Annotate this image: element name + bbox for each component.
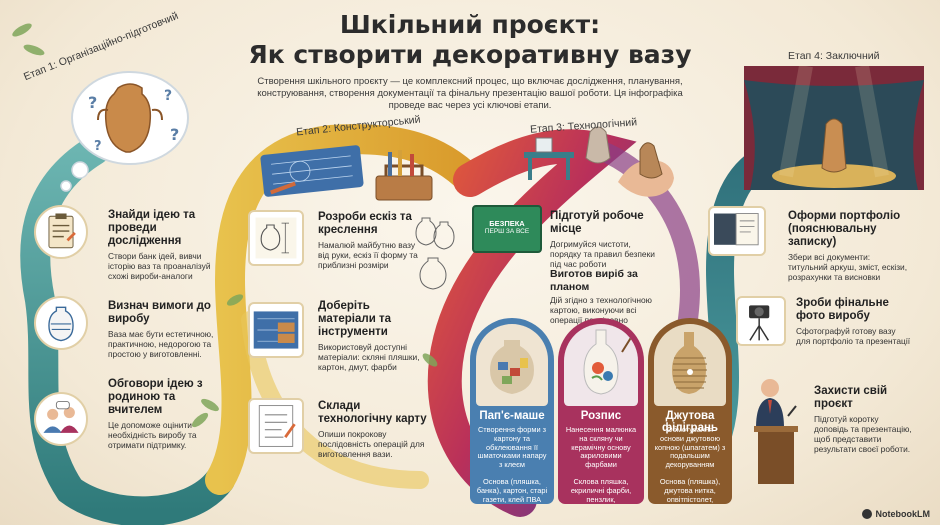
technique-materials: Склова пляшка, екриличні фарби, пензлик,… [570,477,632,504]
hands-clay-illustration [618,142,674,197]
step-title: Визнач вимоги до виробу [108,300,211,325]
step-title: Обговори ідею з родиною та вчителем [108,378,203,416]
vase-icon [34,296,88,350]
step-title: Розроби ескіз та креслення [318,211,412,236]
title-line2: Як створити декоративну вазу [248,40,692,69]
step-title: Захисти свій проєкт [814,385,888,410]
stage4-step2: Зроби фінальне фото виробу Сфотографуй г… [796,297,912,346]
jute-image [654,324,726,406]
portfolio-icon [708,206,766,256]
step-text: Збери всі документи: титульний аркуш, зм… [788,252,908,282]
technique-materials: Основа (пляшка, банка), картон, старі га… [476,477,548,504]
page-title: Шкільний проєкт: Як створити декоративну… [240,10,700,70]
step-title: Виготов виріб за планом [550,268,638,293]
technique-materials: Основа (пляшка), джутова нитка, опвітпіс… [659,477,721,504]
safety-sign-line2: ПЕРШ ЗА ВСЕ [484,228,530,235]
sketch-icon [248,210,304,266]
technique-card-jute: Джутова філігрань Обмотування основи джу… [648,318,732,504]
intro-text: Створення шкільного проєкту — це комплек… [257,76,683,111]
speaker-icon [744,372,808,490]
question-mark: ? [88,93,97,112]
thought-bubble: ? ? ? ? [60,71,189,192]
step-title: Зроби фінальне фото виробу [796,297,889,322]
step-text: Догримуйся чистоти, порядку та правил бе… [550,239,655,269]
people-icon [34,392,88,446]
stage1-step3: Обговори ідею з родиною та вчителем Це д… [108,378,220,450]
step-title: Оформи портфоліо (пояснювальну записку) [788,210,901,248]
stage3-step1: Підготуй робоче місце Догримуйся чистоти… [550,210,656,269]
stage1-step1: Знайди ідею та проведи дослідження Створ… [108,209,218,281]
step-text: Ваза має бути естетичною, практичною, не… [108,329,214,359]
stage2-step2: Доберіть матеріали та інструменти Викори… [318,300,428,372]
step-text: Намалюй майбутню вазу від руки, ескіз її… [318,240,418,270]
question-mark: ? [164,88,172,104]
step-title: Склади технологічну карту [318,400,427,425]
technique-desc: Створення форми з картону та обклеювання… [477,425,547,470]
question-mark: ? [170,125,179,144]
technique-desc: Обмотування основи джутовою копною (шпаг… [654,425,726,470]
step-title: Підготуй робоче місце [550,210,644,235]
step-text: Сфотографуй готову вазу для портфоліо та… [796,326,911,346]
clipboard-icon [34,205,88,259]
stage4-label: Етап 4: Заключний [788,50,880,62]
step-title: Доберіть матеріали та інструменти [318,300,391,338]
step-text: Створи банк ідей, вивчи історію ваз та п… [108,251,211,281]
stage4-step3: Захисти свій проєкт Підготуй коротку доп… [814,385,914,454]
stage3-step2: Виготов виріб за планом Дій згідно з тех… [550,268,660,325]
technique-title: Пап'є-маше [479,410,545,422]
step-title: Знайди ідею та проведи дослідження [108,209,196,247]
technique-card-painting: Розпис Нанесення малюнка на скляну чи ке… [558,318,644,504]
workbench-illustration [524,126,611,180]
ribbon-stage2 [205,124,485,495]
step-text: Опиши покрокову послідовність операцій д… [318,429,425,459]
safety-sign-line1: БЕЗПЕКА [489,219,525,228]
tools-icon [248,302,304,358]
technique-title: Джутова філігрань [662,410,718,434]
camera-icon [736,296,786,346]
stage4-step1: Оформи портфоліо (пояснювальну записку) … [788,210,908,282]
step-text: Підготуй коротку доповідь та презентацію… [814,414,912,454]
safety-sign-icon: БЕЗПЕКА ПЕРШ ЗА ВСЕ [472,205,542,253]
blueprint-illustration [260,145,364,197]
notebooklm-logo: NotebookLM [861,509,931,519]
step-text: Використовуй доступні матеріали: скляні … [318,342,420,372]
stage2-step1: Розроби ескіз та креслення Намалюй майбу… [318,211,418,270]
toolbox-illustration [375,150,433,201]
stage1-step2: Визнач вимоги до виробу Ваза має бути ес… [108,300,218,359]
technique-card-papier-mache: Пап'є-маше Створення форми з картону та … [470,318,554,504]
title-line1: Шкільний проєкт: [339,10,601,39]
stage2-step3: Склади технологічну карту Опиши покроков… [318,400,430,459]
notebooklm-icon [861,509,872,519]
vase-sketches [410,214,458,292]
question-mark: ? [94,139,102,154]
technique-desc: Нанесення малюнка на скляну чи керамічну… [565,425,637,470]
technique-title: Розпис [580,410,622,422]
step-text: Це допоможе оцінити необхідність виробу … [108,420,197,450]
theater-stage-illustration [744,64,924,190]
painting-image [564,324,638,406]
techcard-icon [248,398,304,454]
papier-mache-image [476,324,548,406]
leaves-decoration [12,23,438,428]
logo-text: NotebookLM [875,509,931,519]
